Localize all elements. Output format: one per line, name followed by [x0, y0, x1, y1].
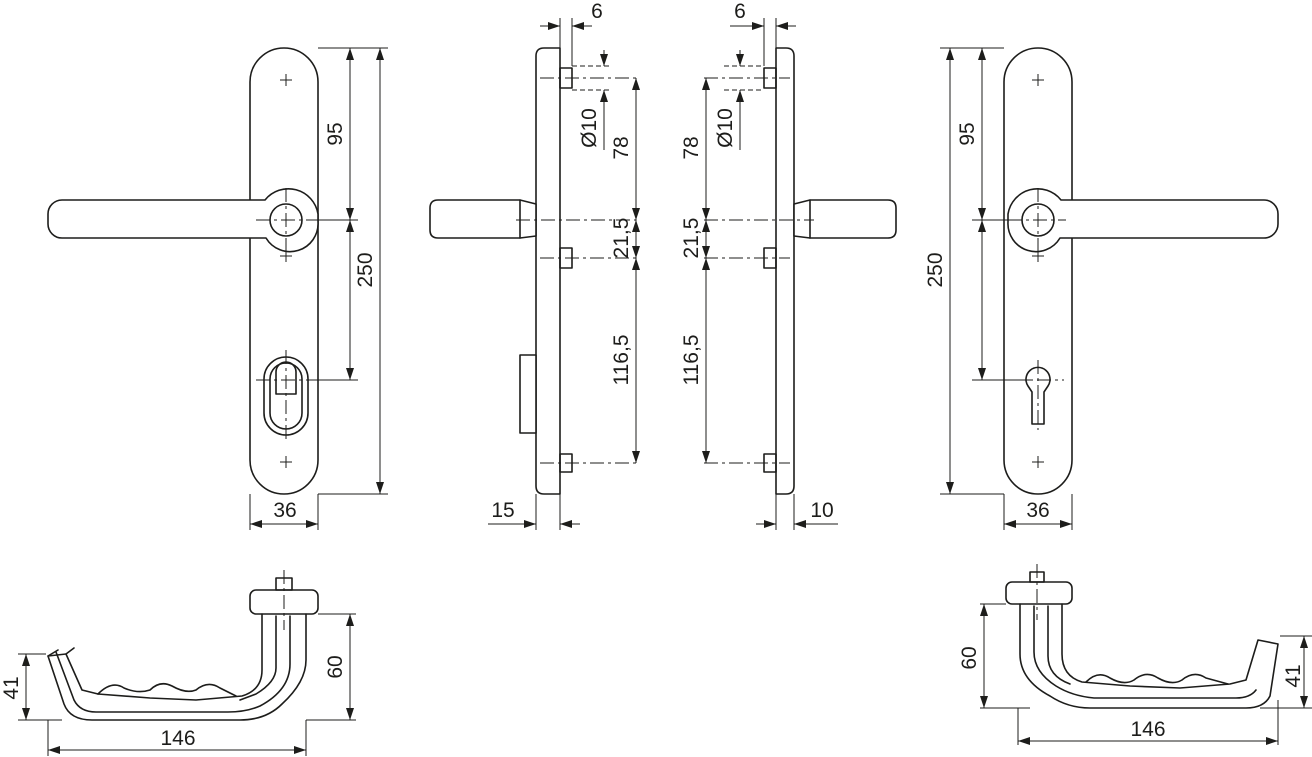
- profile-cylinder-hole: [1025, 366, 1051, 425]
- backplate-side-right: [775, 47, 795, 495]
- fixing-studs-right: [763, 67, 777, 473]
- dim-95-left: 95: [324, 122, 347, 145]
- handle-top-view-left: 41 60 146: [0, 570, 356, 756]
- cylinder-hole: [275, 361, 297, 395]
- side-view-left: 6 Ø10 78 21,5 116,5 15: [429, 0, 640, 530]
- dim-146-left: 146: [160, 727, 195, 750]
- rose-top-right: [1005, 581, 1073, 605]
- dim-diameter-left: Ø10: [578, 108, 601, 148]
- dim-250-left: 250: [354, 252, 377, 287]
- front-view-left: 95 250 36: [47, 47, 388, 530]
- dim-41-right: 41: [1282, 664, 1305, 687]
- backplate-outline: [249, 47, 319, 495]
- dim-21-right: 21,5: [680, 218, 703, 259]
- dim-36-left: 36: [273, 499, 296, 522]
- dim-36-right: 36: [1026, 499, 1049, 522]
- dim-60-left: 60: [324, 655, 347, 678]
- handle-top-view-right: 60 41 146: [958, 564, 1312, 745]
- lever-handle-right: [1007, 188, 1279, 253]
- side-view-right: 6 Ø10 78 21,5 116,5 10: [680, 0, 897, 530]
- dim-116-right: 116,5: [680, 335, 703, 386]
- dim-250-right: 250: [924, 252, 947, 287]
- dim-diameter-right: Ø10: [714, 108, 737, 148]
- front-view-right: 95 250 36: [924, 47, 1279, 530]
- dim-6-side-left: 6: [591, 0, 603, 23]
- dim-15: 15: [491, 499, 514, 522]
- dim-116-left: 116,5: [610, 335, 633, 386]
- dim-146-right: 146: [1130, 718, 1165, 741]
- dim-95-right: 95: [956, 122, 979, 145]
- fixing-studs: [559, 67, 573, 473]
- lever-side: [429, 199, 537, 239]
- dim-78-left: 78: [610, 136, 633, 159]
- dim-41-left: 41: [0, 676, 23, 699]
- lever-handle: [47, 188, 319, 253]
- backplate-outline-right: [1003, 47, 1073, 495]
- backplate-side: [535, 47, 561, 495]
- dim-78-right: 78: [680, 136, 703, 159]
- dim-60-right: 60: [958, 646, 981, 669]
- dim-21-left: 21,5: [610, 218, 633, 259]
- dim-10: 10: [810, 499, 833, 522]
- dim-6-side-right: 6: [734, 0, 746, 23]
- lever-side-right: [793, 199, 897, 239]
- cylinder-body-side: [519, 354, 537, 434]
